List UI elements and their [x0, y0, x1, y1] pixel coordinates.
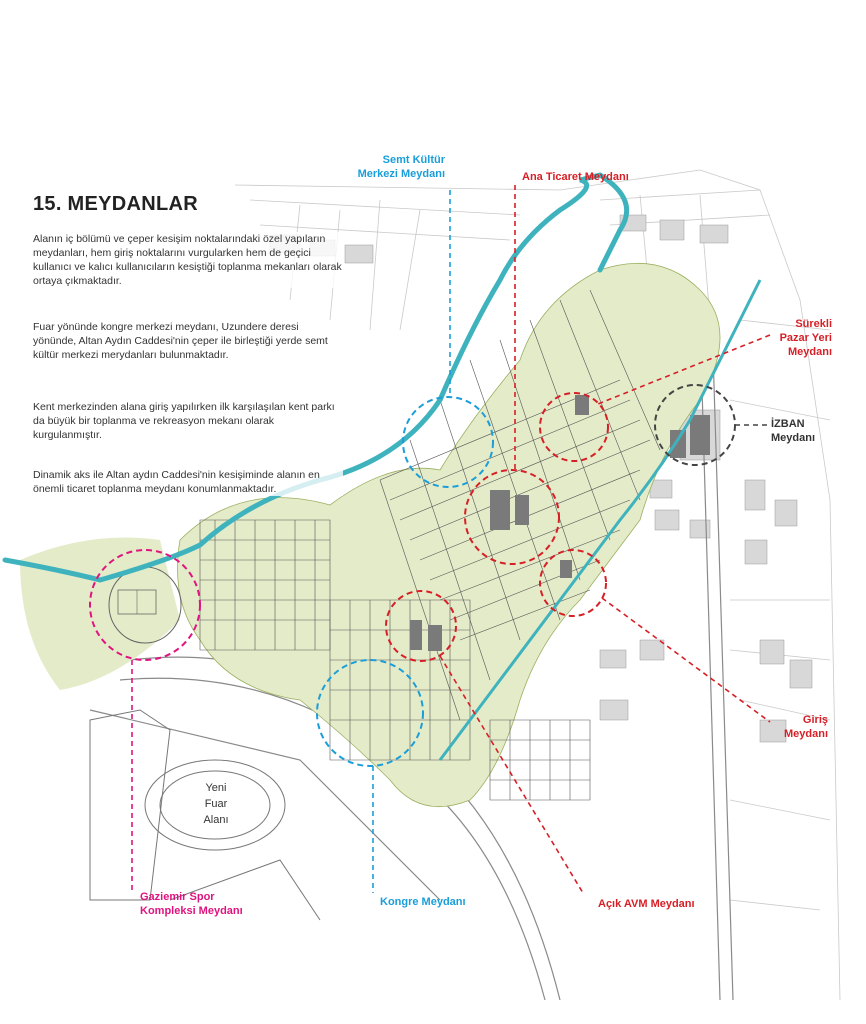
surrounding-fabric: [234, 169, 841, 1001]
river: [2, 172, 630, 583]
gaziemir-circle: [89, 549, 201, 661]
label-izban: İZBAN Meydanı: [771, 418, 816, 444]
label-yeni-fuar: Yeni Fuar Alanı: [203, 782, 229, 826]
fair-area-outline: [89, 709, 321, 921]
surekli-pazar-circle: [539, 392, 609, 462]
kongre-circle: [316, 659, 424, 767]
acik-avm-leader: [439, 655, 584, 894]
surekli-pazar-leader: [597, 334, 771, 405]
label-giris: Giriş Meydanı: [783, 714, 828, 740]
paragraph-1: Alanın iç bölümü ve çeper kesişim noktal…: [33, 232, 343, 288]
paragraph-4: Dinamik aks ile Altan aydın Caddesi'nin …: [33, 468, 343, 496]
label-semt-kultur: Semt Kültür Merkezi Meydanı: [357, 154, 445, 180]
label-kongre: Kongre Meydanı: [380, 896, 466, 908]
stream: [438, 279, 762, 761]
dark-buildings: [410, 395, 710, 651]
label-ana-ticaret: Ana Ticaret Meydanı: [522, 171, 629, 183]
paragraph-3: Kent merkezinden alana giriş yapılırken …: [33, 400, 343, 442]
semt-kultur-circle: [402, 396, 494, 488]
giris-leader: [601, 597, 771, 723]
ana-ticaret-circle: [464, 469, 560, 565]
giris-circle: [539, 549, 607, 617]
section-title: 15. MEYDANLAR: [33, 193, 199, 215]
label-acik-avm: Açık AVM Meydanı: [598, 898, 695, 910]
acik-avm-circle: [385, 590, 457, 662]
green-belt: [20, 537, 180, 690]
label-surekli-pazar: Sürekli Pazar Yeri Meydanı: [779, 318, 832, 358]
paragraph-2: Fuar yönünde kongre merkezi meydanı, Uzu…: [33, 320, 343, 362]
label-gaziemir: Gaziemir Spor Kompleksi Meydanı: [140, 891, 243, 917]
